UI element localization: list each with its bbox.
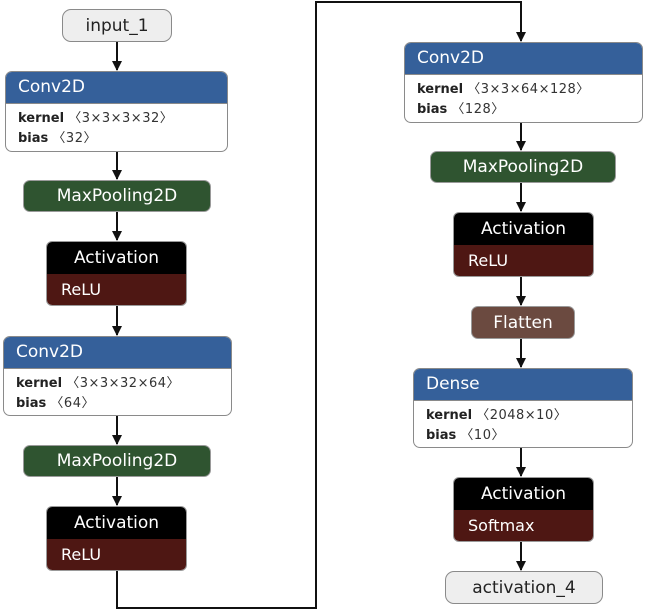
dense-layer[interactable]: Dense kernel 〈2048×10〉 bias 〈10〉 xyxy=(413,368,633,448)
kernel-value: 〈3×3×3×32〉 xyxy=(68,111,174,126)
maxpooling2d-label: MaxPooling2D xyxy=(56,186,178,206)
kernel-label: kernel xyxy=(417,82,464,97)
kernel-value: 〈3×3×64×128〉 xyxy=(467,82,590,97)
bias-label: bias xyxy=(16,396,47,411)
kernel-label: kernel xyxy=(16,376,63,391)
kernel-value: 〈2048×10〉 xyxy=(476,408,568,423)
input-node[interactable]: input_1 xyxy=(62,9,172,42)
activation-function: ReLU xyxy=(47,539,186,570)
activation-title: Activation xyxy=(47,242,186,274)
flatten-layer[interactable]: Flatten xyxy=(471,306,575,339)
bias-value: 〈10〉 xyxy=(460,428,505,443)
maxpooling2d-layer-3[interactable]: MaxPooling2D xyxy=(430,151,616,183)
bias-value: 〈32〉 xyxy=(52,131,97,146)
activation-layer-1[interactable]: Activation ReLU xyxy=(46,241,187,306)
activation-layer-3[interactable]: Activation ReLU xyxy=(453,212,594,277)
conv2d-layer-2[interactable]: Conv2D kernel 〈3×3×32×64〉 bias 〈64〉 xyxy=(3,336,232,416)
activation-function: Softmax xyxy=(454,510,593,541)
bias-value: 〈128〉 xyxy=(451,102,505,117)
bias-label: bias xyxy=(417,102,448,117)
activation-title: Activation xyxy=(454,213,593,245)
kernel-label: kernel xyxy=(426,408,473,423)
maxpooling2d-label: MaxPooling2D xyxy=(56,451,178,471)
kernel-value: 〈3×3×32×64〉 xyxy=(66,376,181,391)
conv2d-layer-3[interactable]: Conv2D kernel 〈3×3×64×128〉 bias 〈128〉 xyxy=(404,42,643,123)
output-label: activation_4 xyxy=(472,577,576,598)
kernel-label: kernel xyxy=(18,111,65,126)
dense-title: Dense xyxy=(414,369,632,401)
conv2d-layer-1[interactable]: Conv2D kernel 〈3×3×3×32〉 bias 〈32〉 xyxy=(5,71,228,152)
activation-layer-4[interactable]: Activation Softmax xyxy=(453,477,594,542)
bias-label: bias xyxy=(18,131,49,146)
activation-function: ReLU xyxy=(47,274,186,305)
activation-title: Activation xyxy=(47,507,186,539)
bias-value: 〈64〉 xyxy=(50,396,95,411)
conv2d-title: Conv2D xyxy=(6,72,227,104)
maxpooling2d-label: MaxPooling2D xyxy=(462,157,584,177)
conv2d-title: Conv2D xyxy=(4,337,231,369)
maxpooling2d-layer-1[interactable]: MaxPooling2D xyxy=(23,180,211,212)
activation-title: Activation xyxy=(454,478,593,510)
bias-label: bias xyxy=(426,428,457,443)
conv2d-title: Conv2D xyxy=(405,43,642,75)
flatten-label: Flatten xyxy=(493,312,553,333)
edge-act2-conv3 xyxy=(116,1,526,609)
maxpooling2d-layer-2[interactable]: MaxPooling2D xyxy=(23,445,211,477)
activation-layer-2[interactable]: Activation ReLU xyxy=(46,506,187,571)
activation-function: ReLU xyxy=(454,245,593,276)
input-label: input_1 xyxy=(85,15,149,36)
output-node[interactable]: activation_4 xyxy=(445,571,603,604)
